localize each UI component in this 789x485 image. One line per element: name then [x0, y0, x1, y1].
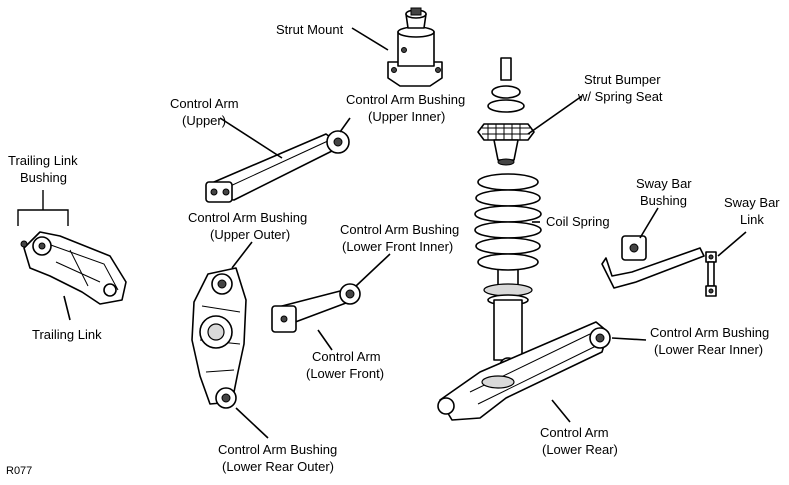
label-cab-upper-inner-line1: Control Arm Bushing — [346, 92, 465, 107]
label-sway-bar-bushing-line2: Bushing — [640, 193, 687, 208]
strut-mount-part — [387, 7, 443, 87]
label-control-arm-lower-front-line2: (Lower Front) — [306, 366, 384, 381]
label-sway-bar-link-line1: Sway Bar — [724, 195, 780, 210]
coil-spring-part — [474, 173, 542, 375]
label-cab-lower-rear-inner-line2: (Lower Rear Inner) — [654, 342, 763, 357]
label-control-arm-lower-rear-line1: Control Arm — [540, 425, 609, 440]
label-cab-lower-rear-outer-line2: (Lower Rear Outer) — [222, 459, 334, 474]
label-sway-bar-bushing-line1: Sway Bar — [636, 176, 692, 191]
label-control-arm-lower-front-line1: Control Arm — [312, 349, 381, 364]
trailing-link-part — [20, 231, 127, 305]
label-cab-upper-outer-line1: Control Arm Bushing — [188, 210, 307, 225]
label-strut-mount: Strut Mount — [276, 22, 344, 37]
label-strut-bumper-line1: Strut Bumper — [584, 72, 661, 87]
label-cab-lower-rear-outer-line1: Control Arm Bushing — [218, 442, 337, 457]
control-arm-upper-part — [205, 130, 350, 203]
knuckle-part — [191, 267, 247, 409]
label-cab-lower-front-inner-line2: (Lower Front Inner) — [342, 239, 453, 254]
label-control-arm-upper-line2: (Upper) — [182, 113, 226, 128]
label-control-arm-upper-line1: Control Arm — [170, 96, 239, 111]
figure-code: R077 — [6, 465, 32, 477]
label-trailing-link-bushing-line2: Bushing — [20, 170, 67, 185]
sway-bar-link-part — [705, 251, 717, 297]
strut-bumper-part — [477, 57, 535, 166]
label-trailing-link-bushing-line1: Trailing Link — [8, 153, 78, 168]
control-arm-lower-front-part — [271, 283, 361, 333]
label-sway-bar-link-line2: Link — [740, 212, 764, 227]
label-control-arm-lower-rear-line2: (Lower Rear) — [542, 442, 618, 457]
label-cab-lower-front-inner-line1: Control Arm Bushing — [340, 222, 459, 237]
control-arm-lower-rear-part — [437, 321, 611, 421]
label-cab-upper-outer-line2: (Upper Outer) — [210, 227, 290, 242]
label-cab-lower-rear-inner-line1: Control Arm Bushing — [650, 325, 769, 340]
label-coil-spring: Coil Spring — [546, 214, 610, 229]
leader-lines — [17, 27, 747, 439]
label-cab-upper-inner-line2: (Upper Inner) — [368, 109, 445, 124]
label-strut-bumper-line2: w/ Spring Seat — [577, 89, 663, 104]
label-trailing-link: Trailing Link — [32, 327, 102, 342]
sway-bar-part — [601, 235, 705, 289]
